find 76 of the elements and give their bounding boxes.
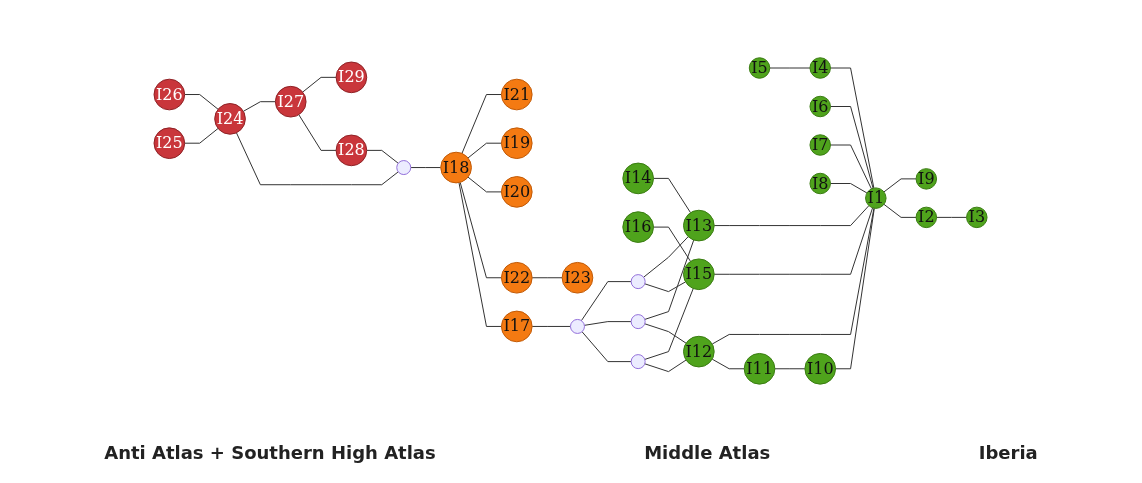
node-circle: I19 (501, 127, 534, 159)
connector (461, 93, 503, 154)
connector (298, 114, 338, 151)
node-circle: I18 (440, 151, 473, 184)
node-circle: I4 (809, 57, 832, 79)
connector (460, 181, 503, 279)
node-circle: I15 (683, 258, 716, 291)
connector (581, 281, 633, 322)
node-circle: I28 (336, 134, 368, 167)
node-circle: I25 (153, 127, 186, 159)
connector (769, 67, 811, 69)
connector (584, 321, 633, 326)
connector (936, 216, 968, 218)
region-label: Anti Atlas + Southern High Atlas (104, 442, 436, 463)
connector (458, 182, 503, 327)
connector (532, 325, 572, 327)
node-circle: I26 (153, 78, 186, 111)
connector (366, 149, 400, 164)
node-circle: I22 (501, 261, 534, 294)
connector (883, 203, 918, 218)
connector (302, 76, 338, 93)
connector (714, 205, 870, 226)
connector (532, 277, 564, 279)
connector (653, 177, 692, 214)
node-circle: I14 (622, 162, 655, 195)
node-circle (631, 314, 647, 330)
node-circle: I3 (966, 206, 989, 229)
connector (883, 178, 918, 193)
connector (830, 182, 868, 194)
node-circle: I7 (809, 134, 832, 156)
connector (712, 207, 875, 345)
node-circle: I20 (501, 176, 534, 208)
connector (468, 176, 503, 193)
node-circle: I2 (916, 206, 938, 229)
node-circle: I11 (744, 352, 776, 385)
connector (644, 359, 687, 373)
node-circle: I6 (809, 95, 832, 118)
node-circle: I17 (501, 310, 534, 343)
node-circle (631, 354, 647, 370)
node-circle: I27 (275, 85, 308, 118)
connector (468, 142, 503, 159)
connector (835, 207, 876, 370)
connector (774, 368, 806, 370)
connector (644, 239, 695, 320)
node-circle (570, 318, 586, 334)
connector (830, 105, 875, 189)
connector (830, 67, 875, 189)
connector (644, 288, 695, 360)
connector (184, 127, 220, 144)
node-circle: I21 (501, 78, 534, 111)
node-circle (396, 160, 412, 175)
node-circle: I23 (562, 261, 594, 294)
connector (714, 207, 874, 275)
connector (653, 226, 692, 262)
node-circle: I24 (214, 102, 247, 135)
node-circle: I9 (916, 168, 938, 190)
connector (410, 167, 442, 168)
node-circle: I10 (804, 352, 837, 385)
region-label: Middle Atlas (644, 442, 771, 463)
region-label: Iberia (978, 442, 1038, 463)
connector (644, 281, 687, 293)
node-circle: I5 (749, 57, 771, 79)
connector (830, 144, 873, 190)
connector (712, 358, 746, 370)
node-circle (631, 274, 647, 290)
node-circle: I16 (622, 211, 655, 243)
connector (644, 323, 687, 344)
node-circle: I29 (336, 61, 368, 94)
connector (243, 101, 277, 112)
node-circle: I8 (809, 172, 832, 195)
connector (643, 236, 690, 278)
node-circle: I12 (683, 335, 716, 368)
connector (582, 331, 633, 363)
node-circle: I1 (865, 187, 888, 209)
connector (184, 93, 220, 110)
node-circle: I13 (683, 209, 716, 242)
